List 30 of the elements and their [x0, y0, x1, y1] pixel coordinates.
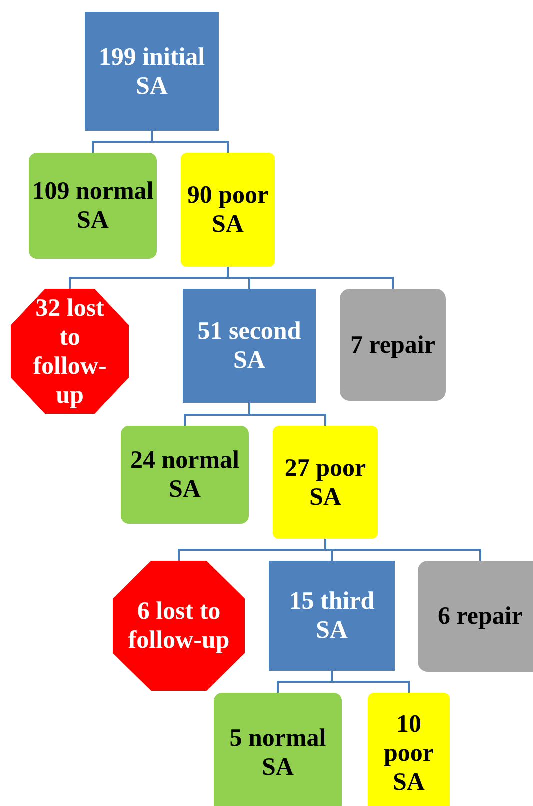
result-box — [340, 289, 446, 401]
count-label: 15 third SA — [288, 587, 376, 646]
stop-octagon — [113, 561, 245, 691]
connector-line — [151, 131, 229, 153]
count-label: 10 poor SA — [383, 710, 435, 798]
count-label: 109 normal SA — [31, 177, 155, 236]
result-box — [181, 153, 275, 267]
count-label: 199 initial SA — [98, 42, 206, 102]
result-box — [418, 561, 533, 672]
count-label: 90 poor SA — [186, 181, 270, 240]
result-box — [121, 426, 249, 524]
count-label: 27 poor SA — [284, 454, 368, 512]
process-box — [85, 12, 219, 131]
count-label: 5 normal SA — [228, 724, 328, 783]
result-box — [29, 153, 157, 259]
connector-line — [248, 403, 326, 426]
result-box — [214, 693, 342, 806]
process-box — [269, 561, 395, 671]
connector-line — [324, 539, 482, 561]
result-box — [368, 693, 450, 806]
count-label: 32 lost to follow-up — [32, 294, 108, 410]
count-label: 51 second SA — [196, 317, 302, 376]
stop-octagon — [11, 289, 129, 414]
connector-line — [331, 671, 410, 693]
count-label: 6 repair — [437, 602, 524, 632]
result-box — [273, 426, 378, 539]
process-box — [183, 289, 316, 403]
count-label: 6 lost to follow-up — [127, 597, 231, 656]
count-label: 24 normal SA — [129, 446, 241, 505]
count-label: 7 repair — [350, 330, 436, 360]
